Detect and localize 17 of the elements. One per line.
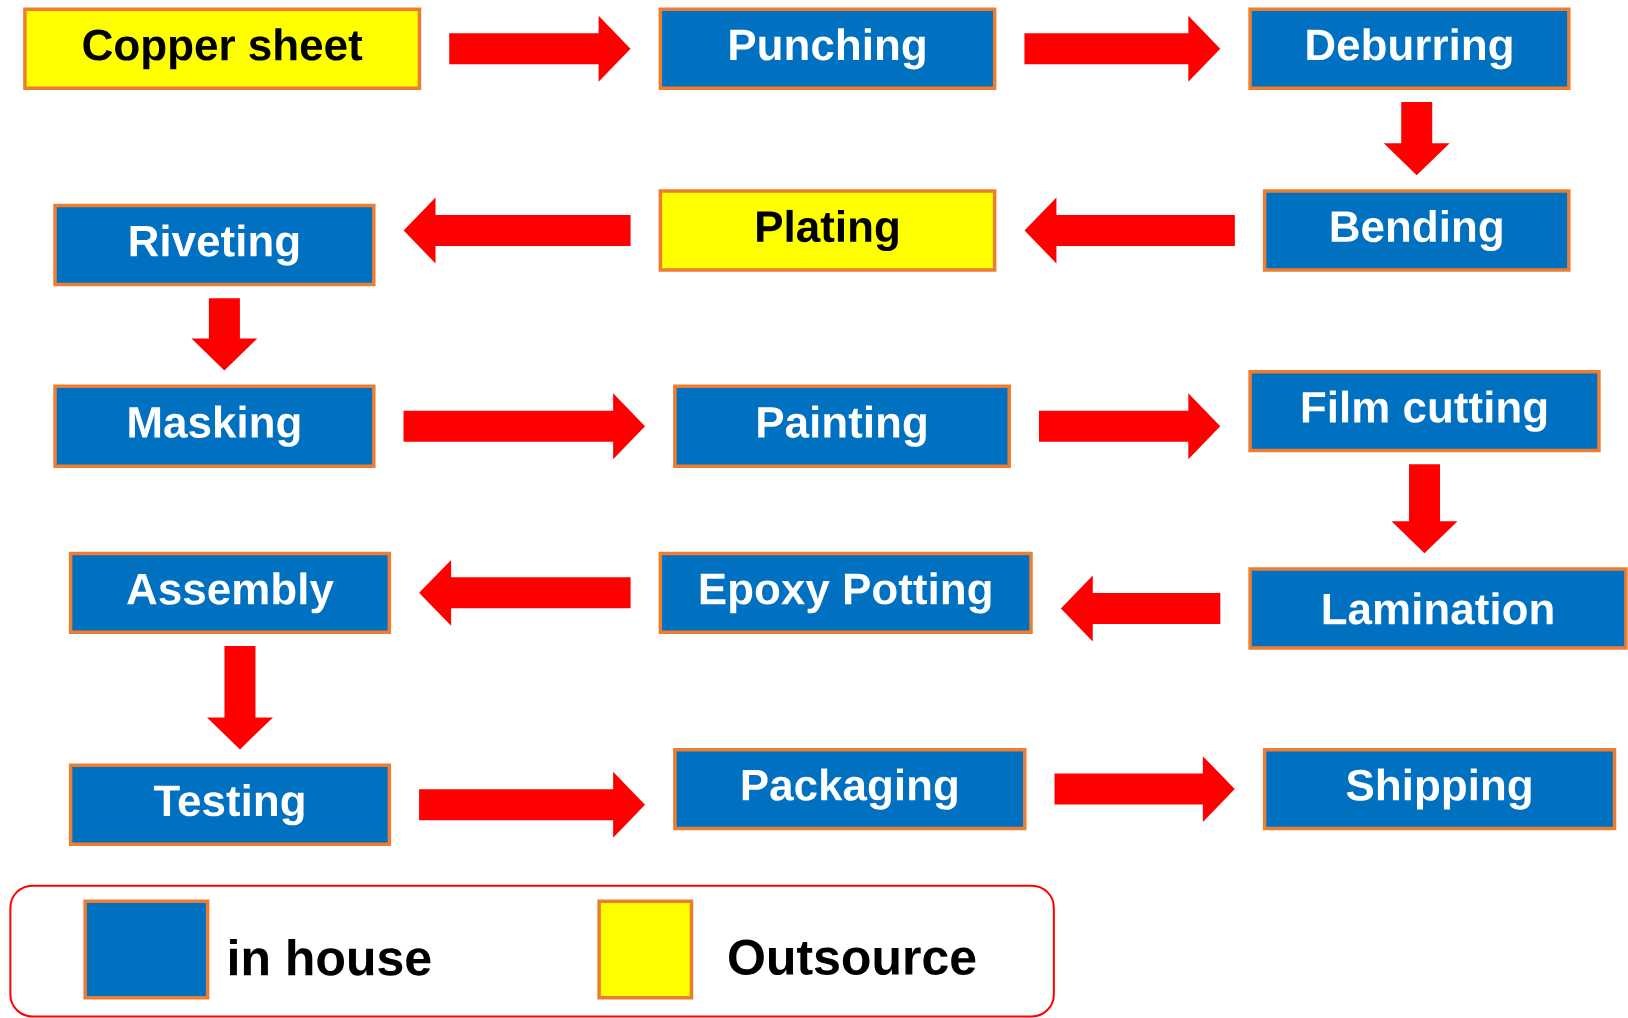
process-box: Deburring <box>1248 7 1571 90</box>
legend-label: Outsource <box>729 939 976 975</box>
process-box: Riveting <box>53 203 376 287</box>
legend-label: in house <box>230 938 431 976</box>
process-box: Epoxy Potting <box>658 551 1033 635</box>
process-box: Bending <box>1262 189 1571 272</box>
process-box: Shipping <box>1262 747 1617 831</box>
process-box: Plating <box>658 189 997 272</box>
process-box: Packaging <box>673 747 1027 831</box>
process-box: Lamination <box>1248 567 1628 650</box>
process-box: Testing <box>68 763 392 846</box>
process-box: Masking <box>53 384 376 468</box>
process-box: Assembly <box>68 551 392 635</box>
process-box: Painting <box>673 384 1011 468</box>
process-box: Copper sheet <box>23 7 422 90</box>
process-box: Film cutting <box>1248 369 1601 453</box>
process-box: Punching <box>658 7 997 90</box>
